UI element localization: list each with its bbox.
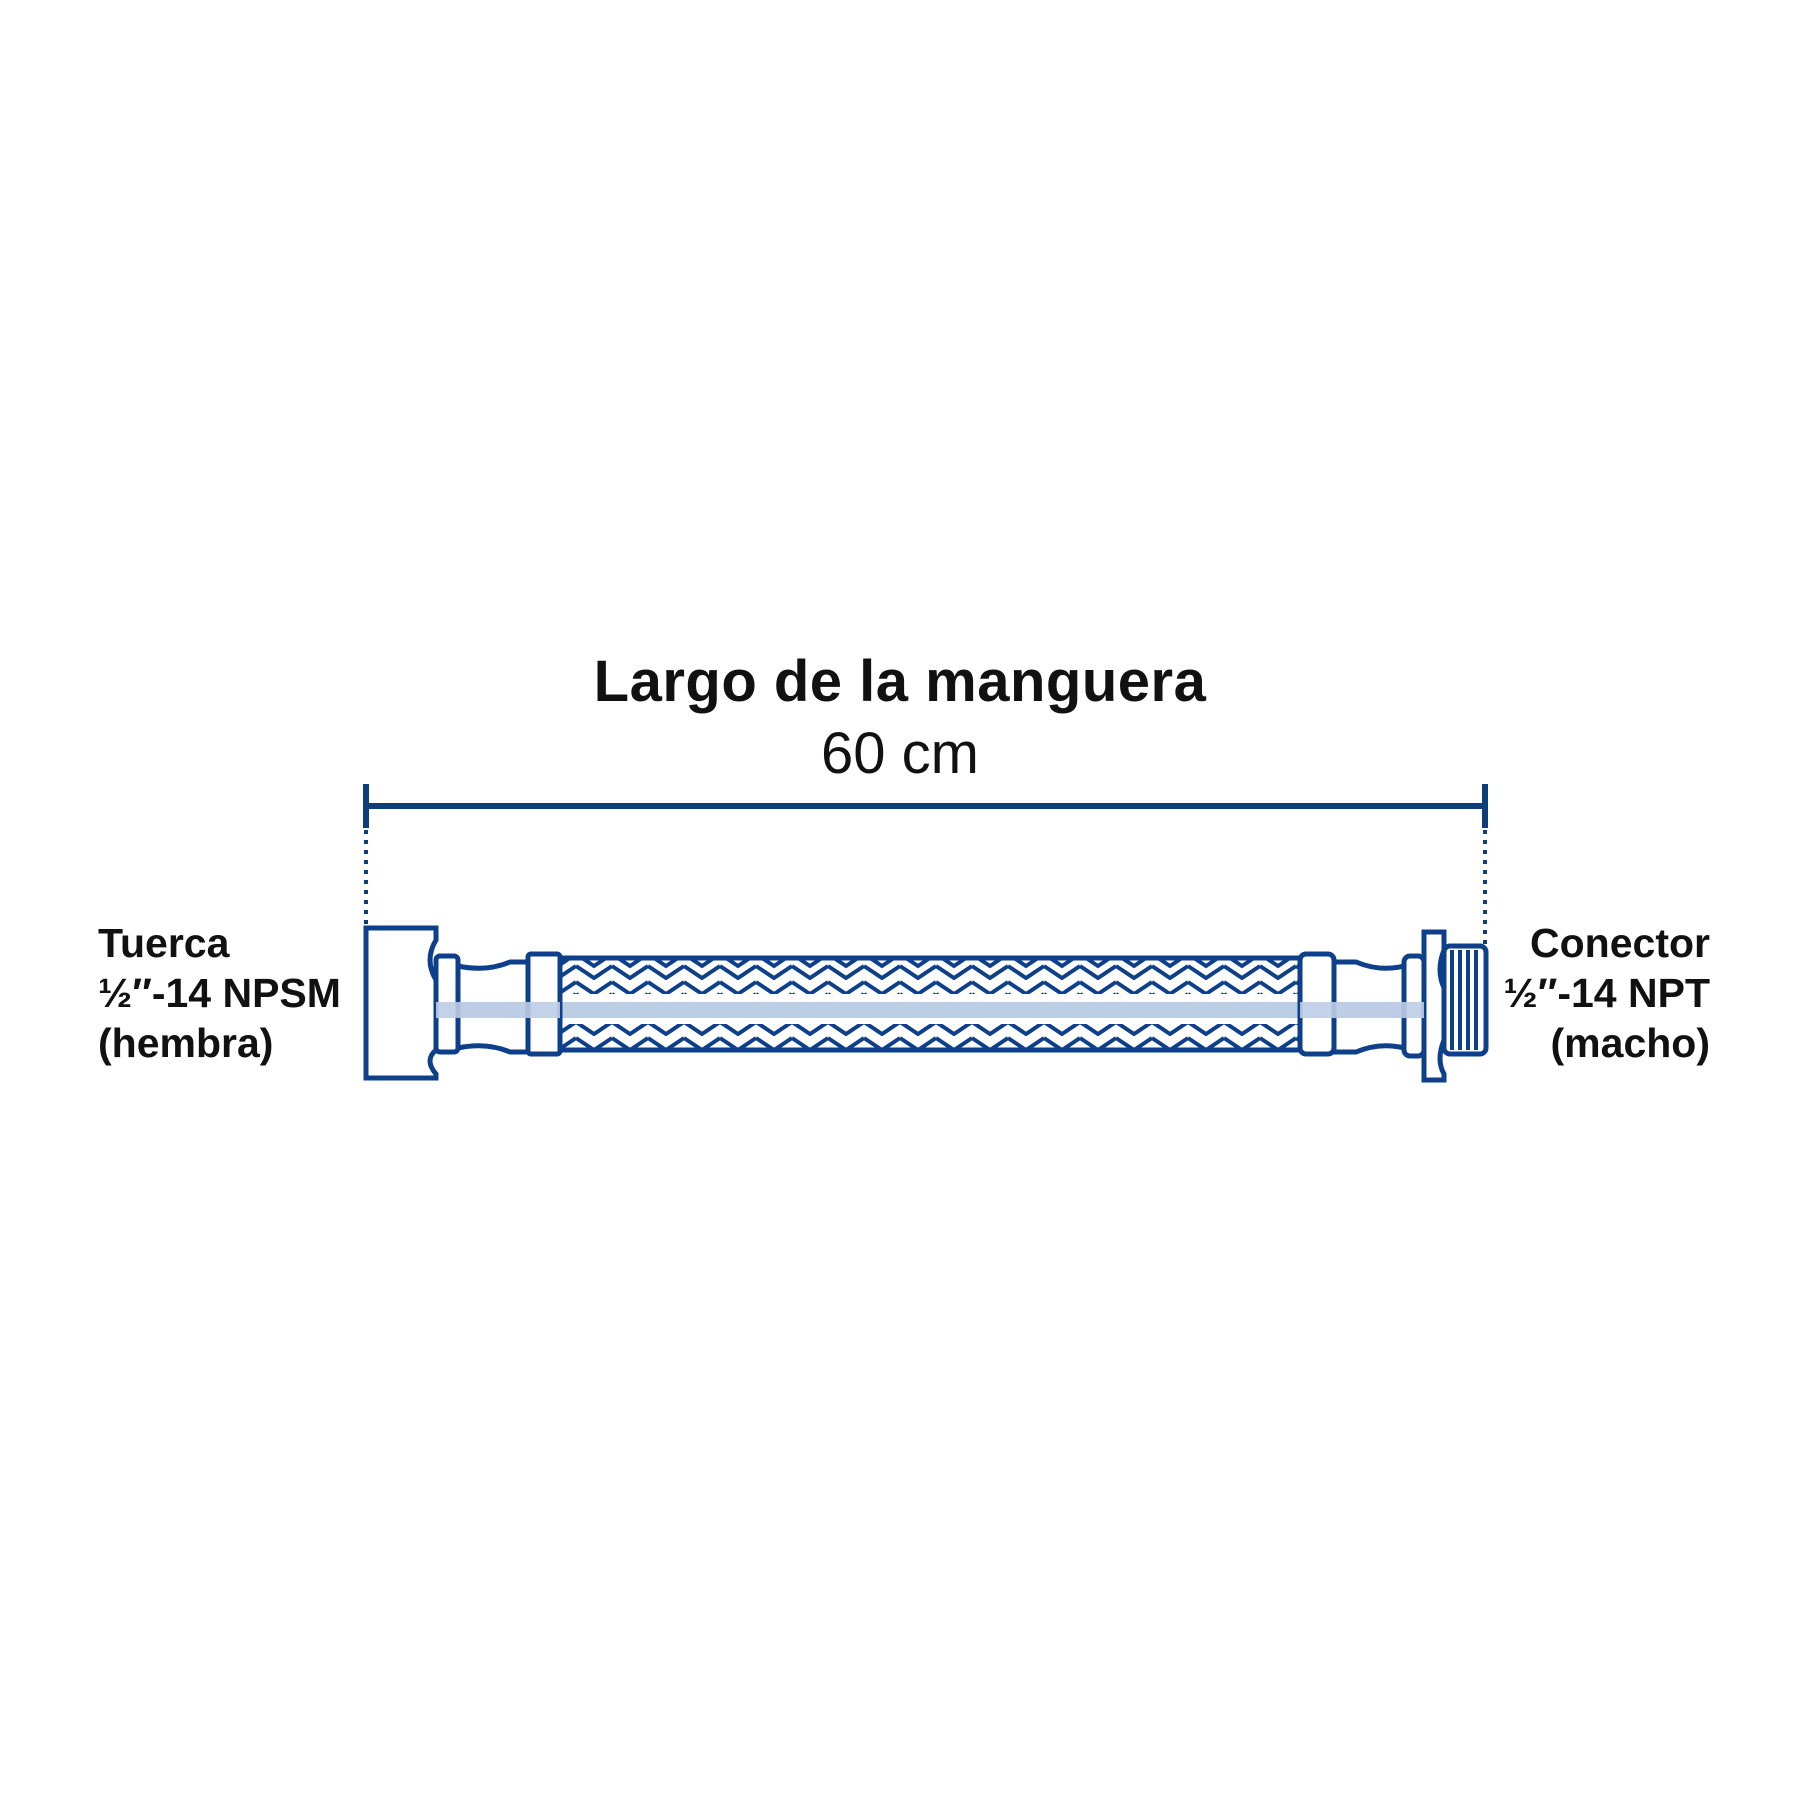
dimension-title: Largo de la manguera [593,649,1207,714]
left-fitting-label: Tuerca ½″-14 NPSM (hembra) [98,918,341,1068]
right-label-line3: (macho) [1550,1020,1710,1066]
left-nut [363,925,563,1081]
dimension-value: 60 cm [821,721,979,786]
left-nut-body [363,925,439,1081]
braid-upper [560,960,1300,994]
braided-hose [557,955,1303,1053]
right-core-overlay [1300,1002,1424,1018]
right-label-line1: Conector [1530,920,1710,966]
braid-lower [560,1024,1300,1048]
right-connector [1297,929,1489,1083]
hose-core [430,1002,1426,1018]
right-label-line2: ½″-14 NPT [1503,970,1710,1016]
right-thread-lines [1450,950,1478,1050]
right-hex-nut [1421,929,1447,1083]
left-label-line3: (hembra) [98,1020,274,1066]
left-label-line2: ½″-14 NPSM [98,970,341,1016]
left-label-line1: Tuerca [98,920,230,966]
left-core-overlay [436,1002,560,1018]
right-fitting-label: Conector ½″-14 NPT (macho) [1504,918,1710,1068]
dimension-line [363,784,1488,952]
